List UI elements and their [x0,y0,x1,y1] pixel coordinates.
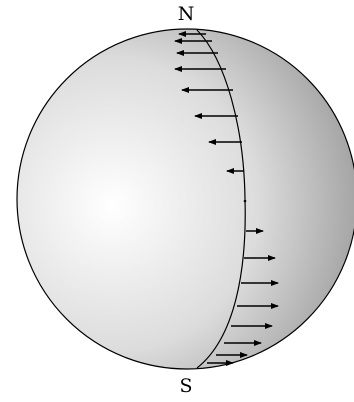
equator-point [244,200,247,203]
south-pole-label: S [179,375,192,397]
north-pole-label: N [178,3,195,25]
sphere [17,29,354,369]
